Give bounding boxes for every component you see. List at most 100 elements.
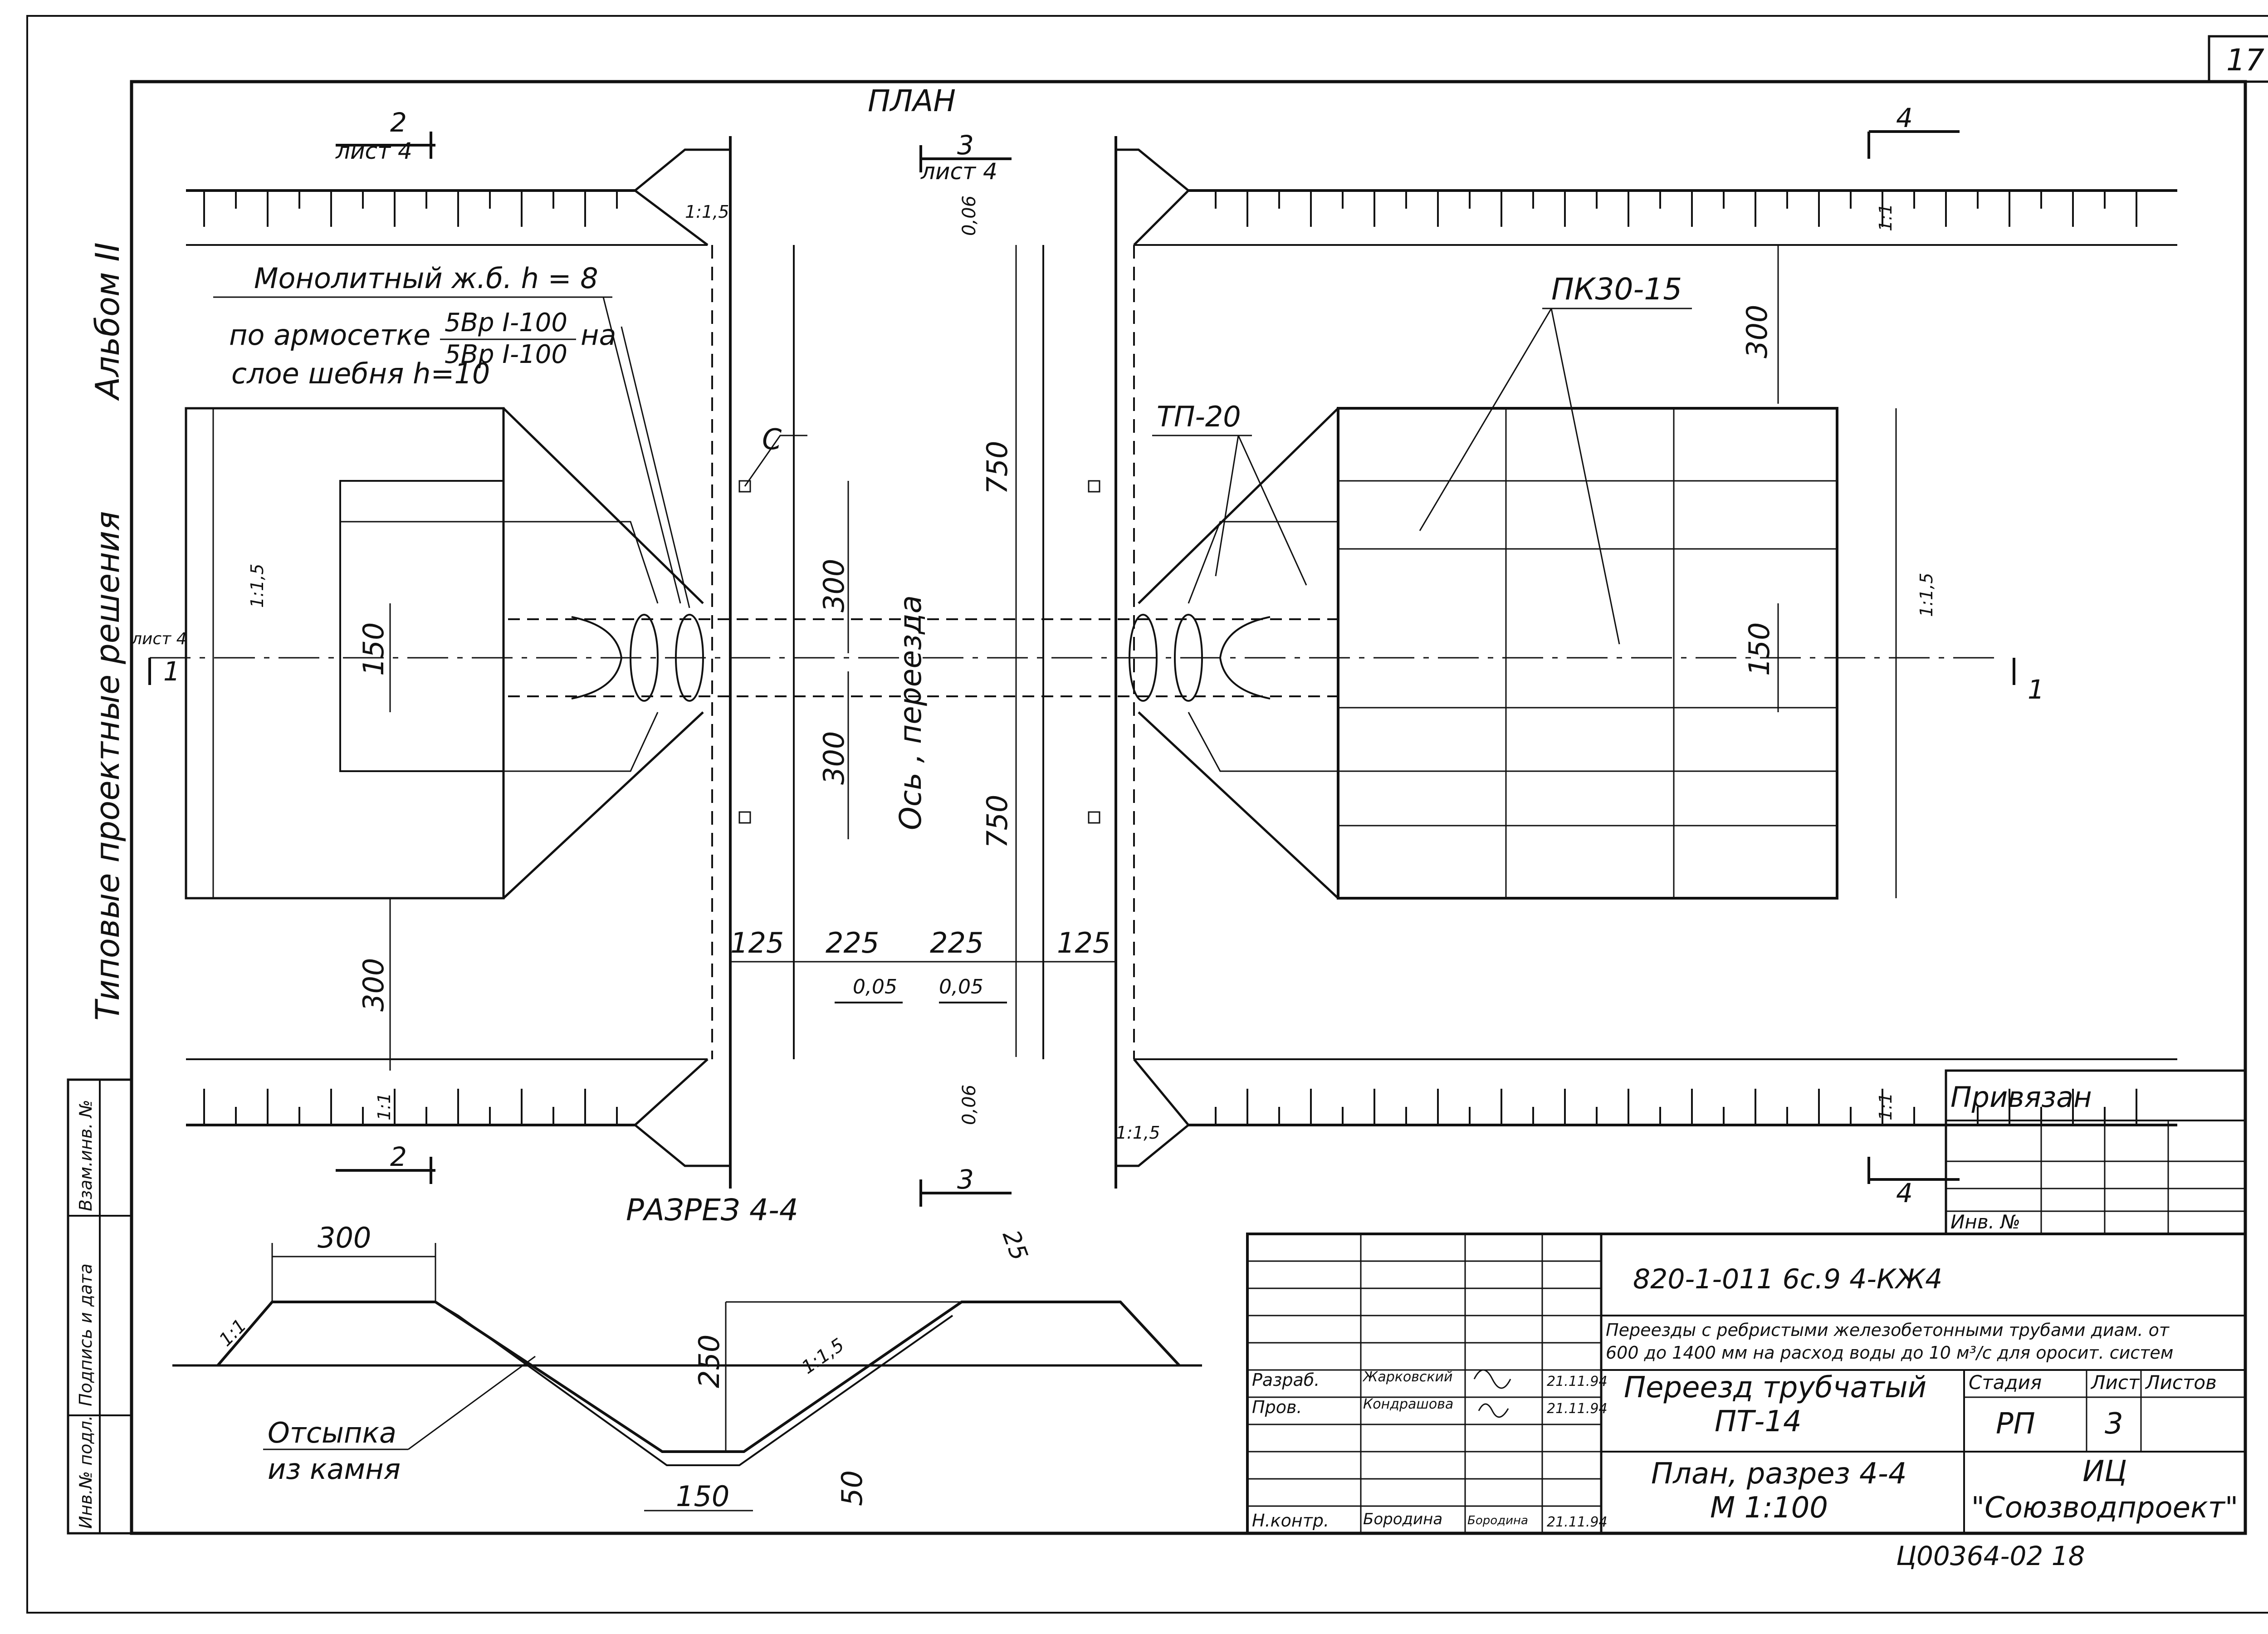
drawing-frame [130, 80, 2247, 1535]
monolith-note-line1: Монолитный ж.б. h = 8 [254, 262, 598, 295]
section-dim-150: 150 [676, 1480, 729, 1513]
cut-mark-label: 4 [1896, 1178, 1913, 1208]
org-line2: "Союзводпроект" [1971, 1491, 2239, 1525]
dim-125: 125 [730, 926, 784, 959]
section-view: РАЗРЕЗ 4-4 300 25 250 150 50 1:1 1:1,5 О… [172, 1193, 1202, 1513]
stone-fill-note-line2: из камня [268, 1453, 401, 1486]
document-code: 820-1-011 6с.9 4-КЖ4 [1633, 1263, 1942, 1295]
cut-mark-label: 2 [390, 107, 407, 138]
role-name: Бородина [1363, 1510, 1442, 1528]
crossing-axis-label: Ось , переезда [893, 595, 928, 830]
slope-label: 1:1,5 [1116, 1123, 1160, 1143]
typical-solutions-label: Типовые проектные решения [88, 511, 127, 1021]
dim-150: 150 [357, 622, 390, 676]
side-stamp-cell: Подпись и дата [76, 1263, 96, 1406]
slope-hatching-bottom [203, 1089, 2137, 1125]
sheet-number-box [2208, 35, 2268, 83]
section-title: РАЗРЕЗ 4-4 [626, 1193, 798, 1228]
slope-label: 1:1 [374, 1093, 394, 1120]
sheet-header: Лист [2090, 1371, 2140, 1394]
dim-750: 750 [981, 441, 1014, 494]
dim-750: 750 [981, 795, 1014, 848]
monolith-note-line2: по армосетке [229, 318, 430, 352]
slope-label: 1:1,5 [247, 564, 267, 608]
slope-label: 1:1 [1876, 204, 1896, 231]
side-stamp-cell: Инв.№ подл. [76, 1415, 96, 1529]
signature-scribble [1473, 1369, 1511, 1418]
slope-value-right: 0,05 [939, 975, 983, 998]
sheet-outer-border [26, 15, 2268, 1614]
object-title-line1: Переезд трубчатый [1624, 1371, 1926, 1404]
privyazan-block: Привязан Инв. № [1945, 1069, 2247, 1235]
sheet-title-line2: М 1:100 [1710, 1491, 1828, 1525]
plan-view: ПЛАН [131, 83, 2177, 1208]
side-stamp-cell: Взам.инв. № [76, 1100, 96, 1211]
dim-300: 300 [357, 958, 390, 1012]
role-label: Разраб. [1252, 1370, 1320, 1390]
dim-300: 300 [817, 731, 850, 785]
plan-title: ПЛАН [868, 83, 956, 118]
section-dim-25: 25 [997, 1227, 1033, 1264]
cut-mark-sheet: лист 4 [920, 158, 997, 185]
role-name: Жарковский [1362, 1369, 1453, 1385]
cut-mark-sheet: лист 4 [335, 138, 412, 164]
sheet-number: 17 [2226, 43, 2264, 78]
section-dim-250: 250 [693, 1335, 726, 1388]
label-c: С [762, 423, 782, 456]
dim-150: 150 [1743, 622, 1776, 676]
section-slope-left: 1:1 [215, 1315, 251, 1350]
dim-225: 225 [826, 926, 879, 959]
label-tp-20: ТП-20 [1157, 400, 1241, 433]
elevation-top: 0,06 [959, 196, 980, 236]
cut-mark-label: 4 [1896, 103, 1913, 133]
archive-number: Ц00364-02 18 [1896, 1541, 2085, 1571]
cut-mark-label: 1 [163, 656, 180, 687]
pipe-line [150, 614, 1996, 702]
slope-label: 1:1,5 [685, 202, 729, 222]
object-title-line2: ПТ-14 [1715, 1405, 1802, 1438]
album-label: Альбом II [88, 242, 127, 401]
sheets-header: Листов [2145, 1371, 2217, 1394]
role-date: 21.11.94 [1547, 1401, 1608, 1417]
role-signature: Бородина [1467, 1514, 1528, 1527]
description-line1: Переезды с ребристыми железобетонными тр… [1606, 1320, 2170, 1340]
elevation-bottom: 0,06 [959, 1085, 980, 1125]
section-dim-300: 300 [318, 1221, 371, 1254]
monolith-note-frac-bottom: 5Вр I-100 [445, 340, 567, 369]
sheet-title-line1: План, разрез 4-4 [1651, 1457, 1907, 1491]
monolith-note-frac-top: 5Вр I-100 [445, 308, 567, 338]
cut-mark-sheet: лист 4 [131, 630, 187, 648]
role-date: 21.11.94 [1547, 1514, 1608, 1530]
slope-value-left: 0,05 [853, 975, 897, 998]
slope-label: 1:1 [1876, 1093, 1896, 1120]
cut-mark-label: 1 [2028, 674, 2044, 705]
role-label: Н.контр. [1252, 1511, 1329, 1531]
section-slope-right: 1:1,5 [798, 1335, 848, 1378]
sheet-value: 3 [2105, 1407, 2123, 1441]
label-pk30-15: ПК30-15 [1551, 272, 1682, 307]
side-stamp: Взам.инв. № Подпись и дата Инв.№ подл. [67, 1078, 133, 1535]
slope-label: 1:1,5 [1916, 573, 1936, 617]
role-date: 21.11.94 [1547, 1374, 1608, 1389]
stage-header: Стадия [1969, 1371, 2042, 1394]
cut-mark-label: 2 [390, 1141, 407, 1172]
dim-125: 125 [1057, 926, 1110, 959]
cut-mark-label: 3 [957, 1164, 974, 1195]
dim-300: 300 [817, 559, 850, 612]
description-line2: 600 до 1400 мм на расход воды до 10 м³/с… [1606, 1343, 2173, 1363]
stage-value: РП [1996, 1407, 2035, 1441]
section-dim-50: 50 [836, 1470, 869, 1506]
cut-mark-label: 3 [957, 130, 974, 161]
monolith-note-line3: слое шебня h=10 [231, 357, 490, 390]
org-line1: ИЦ [2082, 1455, 2127, 1488]
role-label: Пров. [1252, 1397, 1302, 1417]
monolith-note-line2-suffix: на [581, 318, 616, 352]
title-block: 820-1-011 6с.9 4-КЖ4 Переезды с ребристы… [1246, 1233, 2247, 1535]
slope-hatching-top [203, 191, 2137, 227]
dim-300: 300 [1740, 305, 1774, 358]
role-name: Кондрашова [1363, 1396, 1453, 1412]
privyazan-title: Привязан [1950, 1081, 2092, 1114]
dim-225: 225 [930, 926, 983, 959]
stone-fill-note-line1: Отсыпка [268, 1416, 396, 1449]
